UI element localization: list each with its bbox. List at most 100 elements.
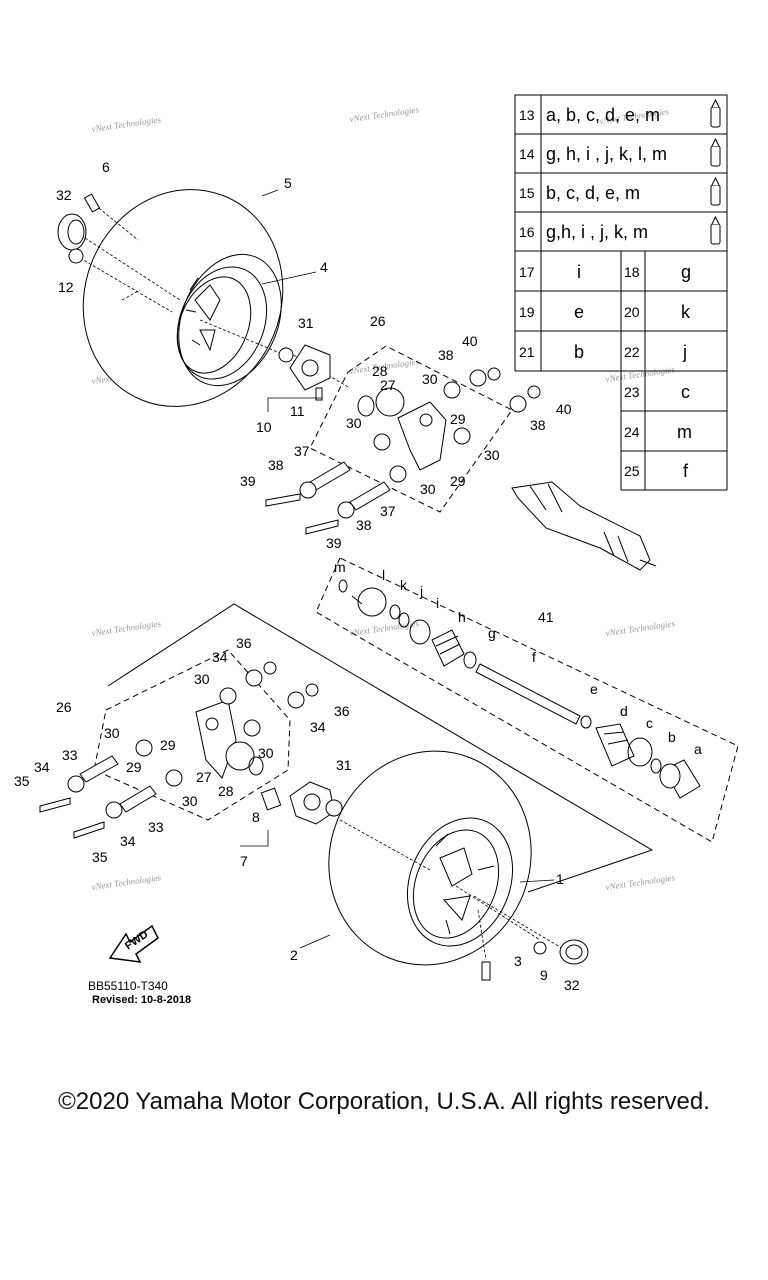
- callout-label: 38: [438, 347, 454, 363]
- callout-label: 38: [268, 457, 284, 473]
- callout-label: 10: [256, 419, 272, 435]
- grease-row-number: 15: [519, 185, 535, 201]
- upper-small-parts: [57, 193, 331, 401]
- callout-label: 38: [356, 517, 372, 533]
- collar-lower: [287, 691, 305, 709]
- center-cap-upper: [57, 213, 87, 251]
- pair-row-number: 21: [519, 344, 535, 360]
- bolt-lower: [39, 797, 105, 839]
- pair-row-value: b: [574, 342, 584, 362]
- callout-leaders: [240, 189, 555, 949]
- pair-row-value: g: [681, 262, 691, 282]
- callout-label: 1: [556, 871, 564, 887]
- wheel-rim-lower: [406, 817, 514, 947]
- circlip-upper: [357, 395, 375, 417]
- lug-nut-lower: [533, 941, 547, 955]
- upper-knuckle-group: [265, 345, 541, 535]
- callout-label: h: [458, 609, 466, 625]
- pair-row-number: 19: [519, 304, 535, 320]
- band-g: [463, 651, 477, 669]
- ring-k: [389, 604, 401, 620]
- callout-label: e: [590, 681, 598, 697]
- callout-label: a: [694, 741, 702, 757]
- center-cap-lower: [559, 939, 589, 965]
- callout-label: 39: [326, 535, 342, 551]
- sleeve-lower: [79, 755, 157, 813]
- hub-bolt-upper: [315, 387, 323, 401]
- bushing-upper: [443, 381, 461, 399]
- pair-row-number: 18: [624, 264, 640, 280]
- pair-row-value: i: [577, 262, 581, 282]
- bushing-lower: [243, 719, 261, 737]
- callout-label: g: [488, 625, 496, 641]
- cv-joint-inner: [351, 587, 387, 617]
- callout-label: 30: [194, 671, 210, 687]
- callout-label: 29: [160, 737, 176, 753]
- callout-label: l: [382, 567, 385, 583]
- ring-j: [398, 612, 410, 628]
- callout-label: 34: [212, 649, 228, 665]
- hub-nut-upper: [278, 347, 294, 363]
- watermark-text: vNext Technologies: [605, 872, 676, 892]
- nut-lower: [263, 661, 277, 675]
- exploded-parts-diagram: vNext Technologies vNext Technologies vN…: [14, 94, 739, 1006]
- upper-wheel: [82, 189, 284, 407]
- band-i: [409, 619, 431, 645]
- knuckle-upper: [397, 401, 447, 471]
- wheel-hub-upper: [289, 344, 331, 391]
- grease-row-parts: b, c, d, e, m: [546, 183, 640, 203]
- hub-nut-lower: [325, 799, 343, 817]
- watermark-text: vNext Technologies: [91, 872, 162, 892]
- lower-leader-lines: [339, 819, 566, 961]
- callout-label: 5: [284, 175, 292, 191]
- circlip-m: [338, 579, 348, 593]
- watermark-text: vNext Technologies: [349, 104, 420, 124]
- bushing-upper: [373, 433, 391, 451]
- drawing-code: BB55110-T340: [88, 979, 168, 993]
- fwd-arrow-icon: FWD: [108, 924, 159, 963]
- callout-label: 30: [104, 725, 120, 741]
- hub-bolt-lower: [260, 787, 282, 811]
- boot-d: [595, 723, 635, 767]
- pair-row-value: c: [681, 382, 690, 402]
- pair-row-value: e: [574, 302, 584, 322]
- pair-row-value: j: [682, 342, 687, 362]
- bushing-lower: [219, 687, 237, 705]
- pair-row-value: f: [683, 461, 689, 481]
- grease-tube-icon: [710, 176, 721, 206]
- rear-tire-upper: [82, 189, 284, 407]
- upper-leader-lines: [79, 204, 351, 389]
- drive-shaft-upper: [511, 481, 657, 571]
- washer-lower: [67, 775, 123, 819]
- collar-lower: [245, 669, 263, 687]
- pair-row-number: 17: [519, 264, 535, 280]
- callout-label: 30: [258, 745, 274, 761]
- pair-row-number: 20: [624, 304, 640, 320]
- callout-label: 28: [218, 783, 234, 799]
- grease-row-parts: g, h, i , j, k, l, m: [546, 144, 667, 164]
- callout-label: 28: [372, 363, 388, 379]
- pair-row-number: 25: [624, 463, 640, 479]
- callout-label: c: [646, 715, 653, 731]
- callout-label: 33: [148, 819, 164, 835]
- wheel-rim-upper: [176, 266, 268, 380]
- callout-label: 30: [420, 481, 436, 497]
- valve-stem-lower: [481, 961, 491, 981]
- callout-label: 30: [484, 447, 500, 463]
- callout-label: 4: [320, 259, 328, 275]
- callout-label: 34: [120, 833, 136, 849]
- callout-label: 12: [58, 279, 74, 295]
- pair-row-value: m: [677, 422, 692, 442]
- callout-label: 41: [538, 609, 554, 625]
- callout-label: 27: [380, 377, 396, 393]
- lug-nut-upper: [68, 248, 84, 264]
- callout-label: b: [668, 729, 676, 745]
- callout-label: 38: [530, 417, 546, 433]
- callout-label: 30: [346, 415, 362, 431]
- callout-label: 37: [294, 443, 310, 459]
- callout-label: 36: [236, 635, 252, 651]
- callout-label: 29: [450, 473, 466, 489]
- grease-tube-icon: [710, 137, 721, 167]
- bearing-upper: [375, 387, 405, 417]
